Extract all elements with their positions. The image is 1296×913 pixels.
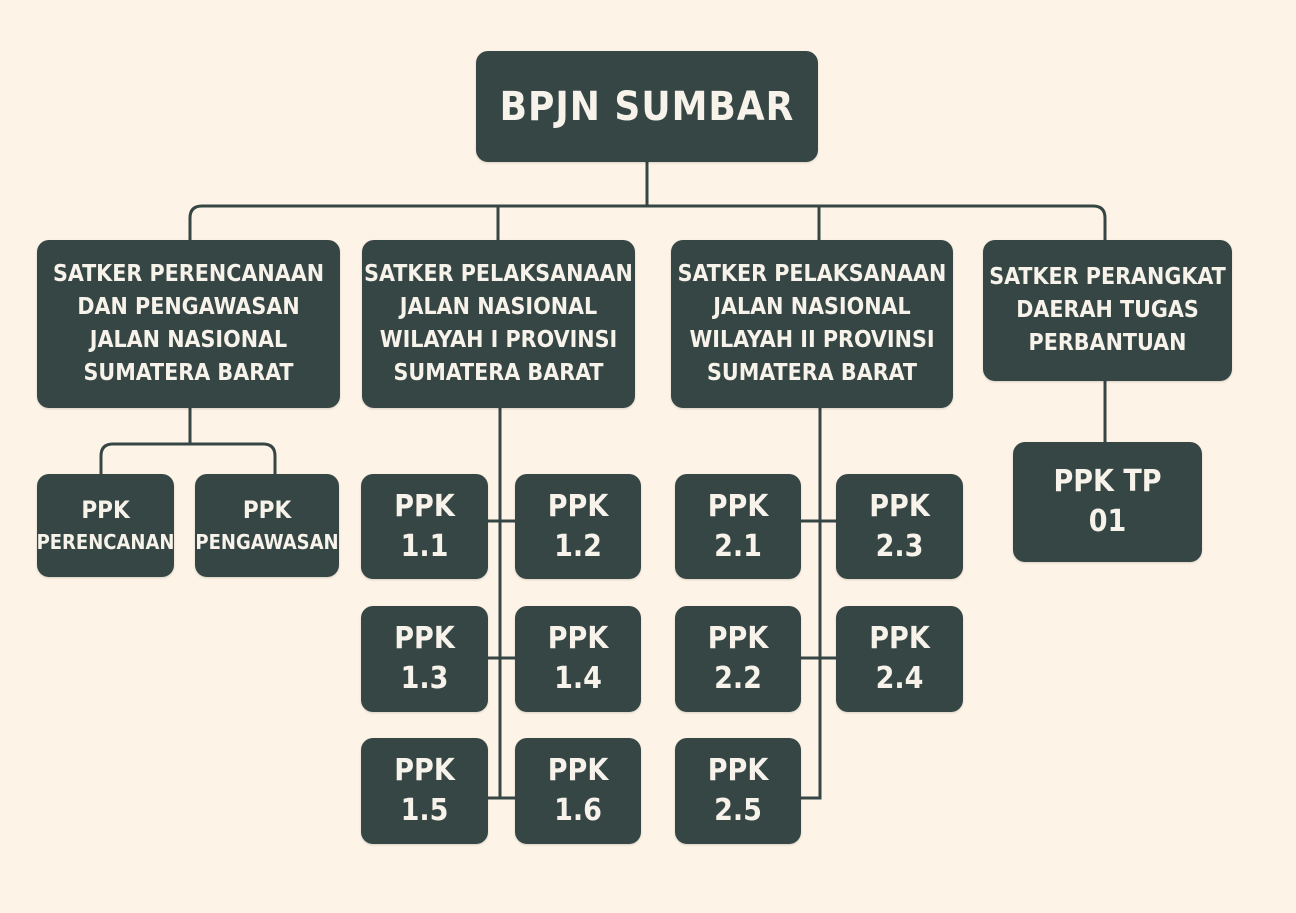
- ppk-label: PPK 1.4: [547, 621, 609, 696]
- ppk-sub: PENGAWASAN: [195, 529, 339, 554]
- satker-node-perencanaan: SATKER PERENCANAAN DAN PENGAWASAN JALAN …: [37, 240, 340, 408]
- ppk-node-2-3: PPK 2.3: [836, 474, 963, 579]
- ppk-node-tp-01: PPK TP 01: [1013, 442, 1202, 562]
- ppk-label: PPK 1.3: [394, 621, 455, 696]
- connector-satker-3-spine: [799, 406, 822, 800]
- root-node: BPJN SUMBAR: [476, 51, 818, 162]
- ppk-node-perencanan: PPK PERENCANAN: [37, 474, 174, 577]
- satker-label: SATKER PERENCANAAN DAN PENGAWASAN JALAN …: [52, 261, 325, 386]
- ppk-node-2-4: PPK 2.4: [836, 606, 963, 712]
- connector-satker-1-bus: [99, 442, 277, 476]
- ppk-label: PPK 2.4: [869, 621, 930, 696]
- satker-node-pelaksanaan-2: SATKER PELAKSANAAN JALAN NASIONAL WILAYA…: [671, 240, 953, 408]
- ppk-label: PPK 2.3: [869, 488, 930, 564]
- ppk-label: PPK 1.6: [547, 753, 609, 828]
- satker-label: SATKER PERANGKAT DAERAH TUGAS PERBANTUAN: [989, 264, 1226, 356]
- satker-node-perangkat-daerah: SATKER PERANGKAT DAERAH TUGAS PERBANTUAN: [983, 240, 1232, 381]
- ppk-label: PPK 2.2: [707, 621, 769, 696]
- ppk-sub: PERENCANAN: [36, 529, 175, 554]
- root-label: BPJN SUMBAR: [499, 83, 795, 130]
- ppk-label: PPK 1.5: [394, 753, 455, 828]
- ppk-label: PPK 2.1: [707, 488, 769, 564]
- ppk-node-2-1: PPK 2.1: [675, 474, 801, 579]
- ppk-node-pengawasan: PPK PENGAWASAN: [195, 474, 339, 577]
- connector-top-bus: [188, 204, 1107, 242]
- ppk-label: PPK 2.5: [707, 753, 769, 828]
- ppk-node-1-4: PPK 1.4: [515, 606, 641, 712]
- satker-node-pelaksanaan-1: SATKER PELAKSANAAN JALAN NASIONAL WILAYA…: [362, 240, 635, 408]
- ppk-label: PPK TP 01: [1053, 464, 1162, 539]
- ppk-title: PPK: [242, 495, 292, 524]
- ppk-node-2-5: PPK 2.5: [675, 738, 801, 844]
- satker-label: SATKER PELAKSANAAN JALAN NASIONAL WILAYA…: [364, 261, 633, 386]
- ppk-node-1-2: PPK 1.2: [515, 474, 641, 579]
- ppk-label: PPK 1.1: [394, 488, 455, 564]
- ppk-node-1-3: PPK 1.3: [361, 606, 488, 712]
- ppk-label: PPK 1.2: [547, 488, 609, 564]
- ppk-node-2-2: PPK 2.2: [675, 606, 801, 712]
- ppk-node-1-6: PPK 1.6: [515, 738, 641, 844]
- ppk-node-1-5: PPK 1.5: [361, 738, 488, 844]
- ppk-node-1-1: PPK 1.1: [361, 474, 488, 579]
- satker-label: SATKER PELAKSANAAN JALAN NASIONAL WILAYA…: [677, 261, 947, 386]
- ppk-title: PPK: [81, 495, 130, 524]
